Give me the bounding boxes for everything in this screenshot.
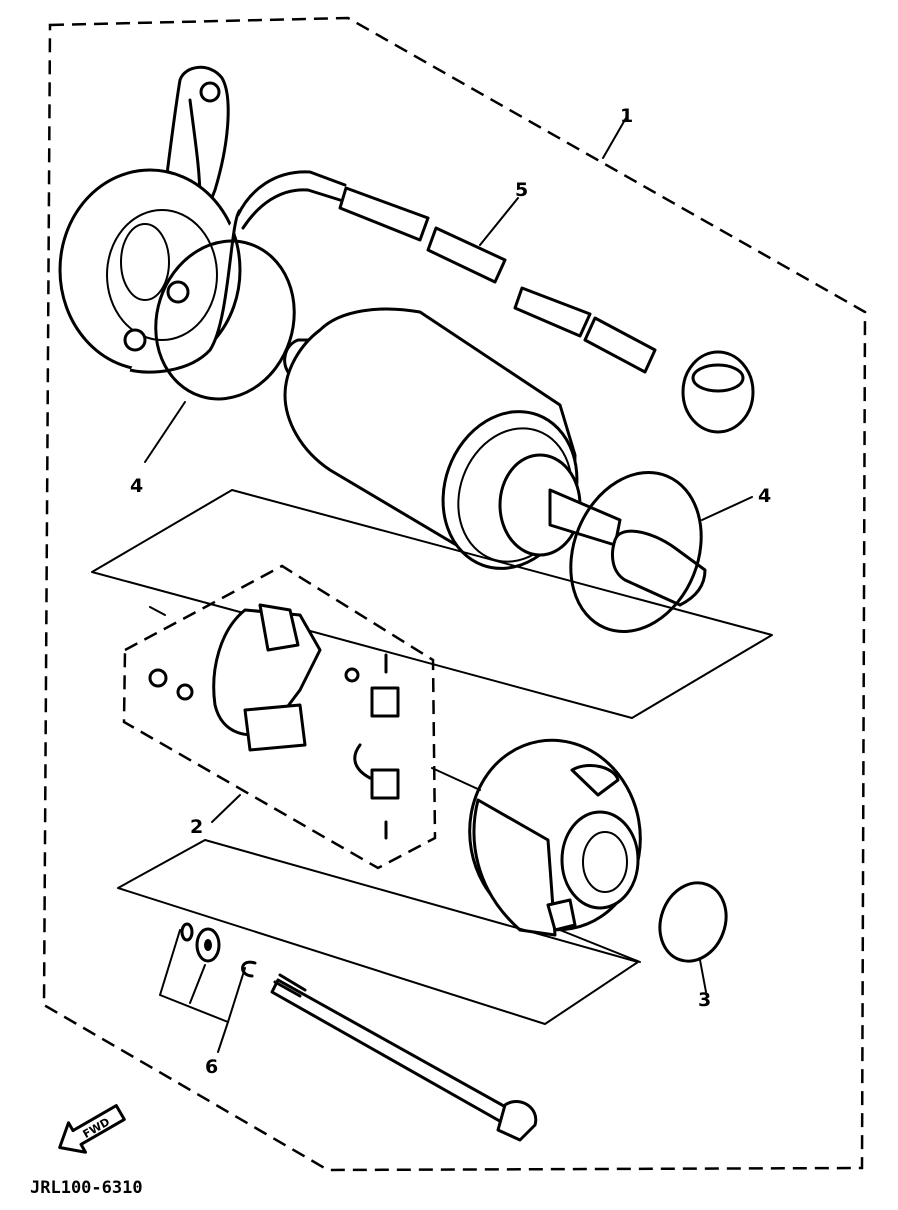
callout-2: 2 (190, 816, 203, 838)
rear-cover (468, 738, 642, 937)
o-ring-right (569, 471, 703, 633)
o-ring-3 (658, 881, 728, 963)
front-cover (58, 65, 242, 374)
callout-5: 5 (515, 179, 528, 201)
callout-4-left: 4 (130, 475, 143, 497)
leader-5 (479, 197, 519, 246)
gasket-frame-upper (91, 489, 773, 719)
leader-2 (211, 794, 241, 823)
leader-6-tree (159, 929, 246, 1053)
brush-holder (148, 603, 400, 840)
callout-3: 3 (698, 989, 711, 1011)
diagram-code: JRL100-6310 (30, 1178, 143, 1198)
fastener-set (180, 922, 538, 1142)
motor-yoke (283, 307, 707, 607)
assembly-line (149, 606, 641, 963)
leader-4a (144, 401, 186, 463)
o-ring-left (154, 239, 296, 401)
brush-kit-boundary (122, 564, 437, 870)
leader-4b (701, 496, 753, 521)
callout-6: 6 (205, 1056, 218, 1078)
lead-wire (236, 170, 755, 434)
callout-4-right: 4 (758, 485, 771, 507)
leader-3 (699, 959, 707, 993)
leader-1 (602, 117, 627, 159)
fwd-arrow: FWD (58, 1104, 126, 1154)
callout-1: 1 (620, 105, 633, 127)
assembly-boundary (42, 16, 867, 1172)
